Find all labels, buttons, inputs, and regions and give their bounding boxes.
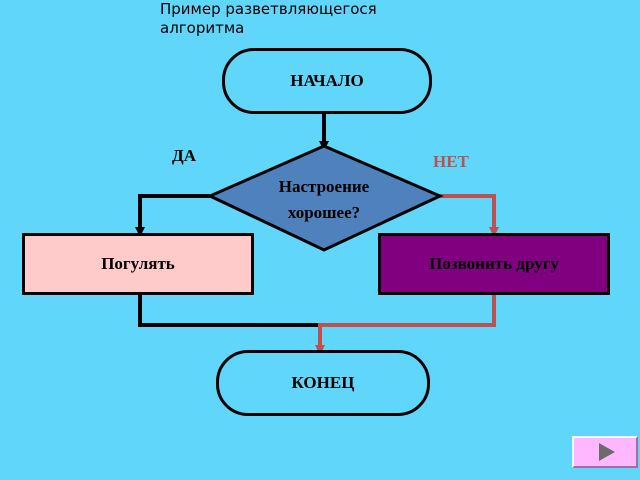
decision-text-line2: хорошее?: [288, 203, 360, 222]
decision-text-line1: Настроение: [279, 177, 370, 196]
no-merge-arrow: [315, 294, 496, 355]
decision-diamond: [206, 144, 444, 252]
yes-branch-arrow: [135, 194, 210, 237]
start-label: НАЧАЛО: [290, 71, 364, 90]
end-label: КОНЕЦ: [291, 373, 355, 392]
yes-label: ДА: [172, 146, 196, 165]
end-terminal: КОНЕЦ: [216, 350, 430, 416]
play-triangle-icon: [599, 443, 615, 461]
walk-action-box: Погулять: [22, 233, 254, 295]
start-terminal: НАЧАЛО: [222, 48, 432, 114]
no-branch-arrow: [440, 194, 499, 237]
next-slide-button[interactable]: [572, 436, 638, 468]
slide-caption: Пример разветвляющегося алгоритма: [160, 0, 377, 37]
call-friend-action-label: Позвонить другу: [429, 254, 559, 273]
call-friend-action-box: Позвонить другу: [378, 233, 610, 295]
no-label: НЕТ: [433, 152, 469, 171]
walk-action-label: Погулять: [101, 254, 175, 273]
yes-merge-line: [138, 294, 320, 327]
